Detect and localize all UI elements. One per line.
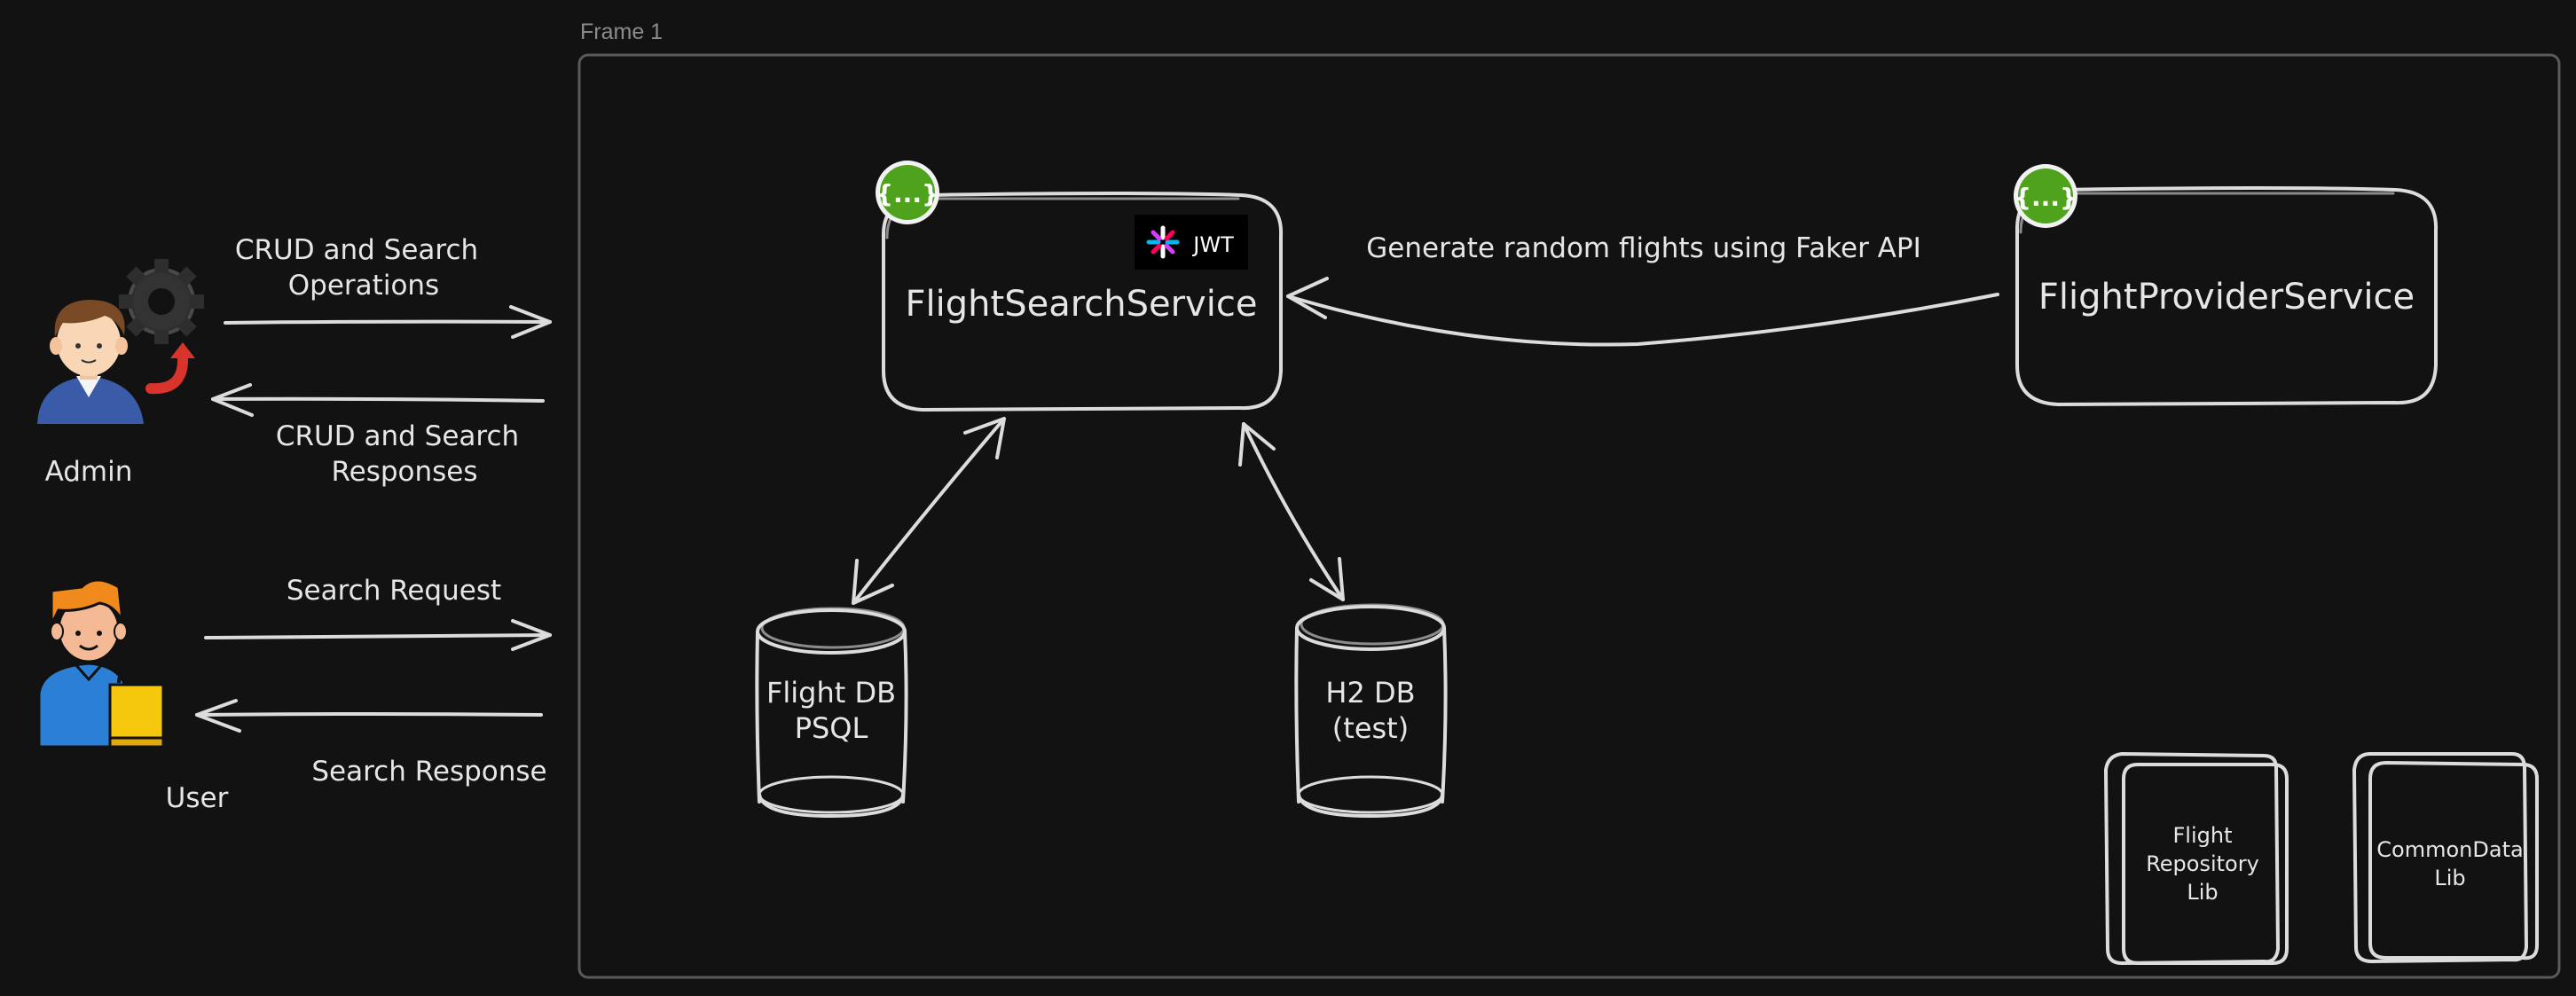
flight-repository-lib-label-1: Flight (2173, 823, 2233, 848)
faker-edge-label: Generate random flights using Faker API (1366, 232, 1920, 264)
admin-response-label-2: Responses (331, 456, 477, 488)
provider-to-search-arrow[interactable] (1286, 277, 1999, 347)
search-to-h2-db-arrow[interactable] (1238, 422, 1345, 601)
api-badge-icon: {...} (876, 161, 939, 224)
h2-db-label-2: (test) (1332, 711, 1409, 745)
common-data-lib-box[interactable] (2352, 752, 2539, 963)
api-badge-icon: {...} (2014, 164, 2077, 228)
admin-request-label-1: CRUD and Search (235, 234, 478, 266)
user-request-label: Search Request (287, 575, 501, 607)
user-response-arrow[interactable] (195, 699, 543, 733)
user-label: User (166, 782, 229, 814)
user-response-label: Search Response (311, 756, 546, 788)
admin-request-arrow[interactable] (224, 305, 552, 339)
gear-icon (119, 259, 204, 344)
shopping-bag-icon (108, 664, 165, 749)
admin-request-label-2: Operations (288, 270, 439, 302)
flight-provider-service-title: FlightProviderService (2038, 277, 2415, 318)
flight-repository-lib-box[interactable] (2104, 752, 2289, 965)
jwt-logo: JWT (1135, 215, 1248, 270)
common-data-lib-label-1: CommonData (2376, 837, 2523, 862)
jwt-logo-text: JWT (1191, 232, 1234, 257)
admin-icon (37, 259, 204, 424)
flight-search-service-title: FlightSearchService (906, 284, 1258, 325)
flight-db-label-2: PSQL (795, 711, 868, 745)
search-to-flight-db-arrow[interactable] (852, 417, 1006, 605)
flight-repository-lib-label-2: Repository (2146, 851, 2259, 876)
frame-label[interactable]: Frame 1 (580, 20, 663, 44)
red-arrow-icon (145, 355, 188, 395)
api-badge-text: {...} (2014, 183, 2077, 212)
h2-db-cylinder[interactable] (1294, 603, 1448, 818)
frame-border[interactable] (577, 53, 2561, 979)
user-request-arrow[interactable] (204, 619, 552, 651)
admin-label: Admin (45, 456, 133, 488)
flight-repository-lib-label-3: Lib (2187, 880, 2218, 905)
h2-db-label-1: H2 DB (1325, 676, 1415, 710)
admin-response-label-1: CRUD and Search (276, 420, 519, 452)
admin-response-arrow[interactable] (211, 383, 545, 417)
flight-db-label-1: Flight DB (766, 676, 896, 710)
common-data-lib-label-2: Lib (2434, 866, 2465, 890)
user-icon (37, 578, 165, 749)
flight-db-cylinder[interactable] (755, 607, 908, 818)
api-badge-text: {...} (876, 179, 939, 208)
